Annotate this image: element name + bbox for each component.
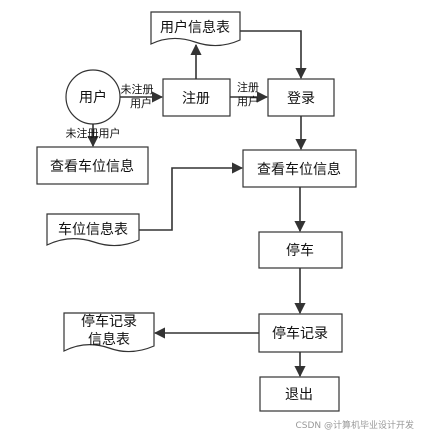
parking-label: 停车 — [286, 242, 314, 259]
parking-record-table-label-1: 停车记录 — [81, 313, 137, 330]
edge-register-to-login-label-1: 注册 — [237, 80, 259, 94]
user-label: 用户 — [79, 89, 107, 106]
edge-spacetable-to-view-main — [139, 162, 244, 231]
login-node: 登录 — [267, 78, 335, 117]
parking-record-node: 停车记录 — [258, 313, 343, 353]
login-label: 登录 — [287, 91, 315, 107]
edge-user-to-view-left-label: 未注册用户 — [66, 126, 121, 140]
register-node: 注册 — [162, 78, 231, 117]
parking-node: 停车 — [258, 231, 343, 269]
user-node: 用户 — [65, 69, 121, 125]
edge-usertable-to-login — [240, 30, 307, 80]
user-info-table-label: 用户信息表 — [160, 19, 230, 36]
space-info-table-node: 车位信息表 — [46, 213, 140, 247]
space-info-table-label: 车位信息表 — [58, 221, 128, 238]
edge-user-to-register-label-1: 未注册 — [121, 82, 154, 96]
view-space-left-label: 查看车位信息 — [50, 158, 134, 175]
parking-record-table-node: 停车记录 信息表 — [63, 312, 155, 353]
register-label: 注册 — [182, 91, 210, 107]
parking-record-label: 停车记录 — [272, 325, 328, 342]
exit-node: 退出 — [259, 376, 340, 412]
exit-label: 退出 — [285, 387, 313, 403]
parking-record-table-label-2: 信息表 — [88, 331, 130, 348]
view-space-left-node: 查看车位信息 — [36, 146, 149, 185]
view-space-main-node: 查看车位信息 — [242, 149, 357, 188]
watermark-text: CSDN @计算机毕业设计开发 — [295, 419, 414, 431]
view-space-main-label: 查看车位信息 — [257, 161, 341, 178]
edge-register-to-login-label-2: 用户 — [237, 94, 259, 108]
edge-user-to-register-label-2: 用户 — [130, 96, 152, 110]
user-info-table-node: 用户信息表 — [150, 11, 241, 47]
